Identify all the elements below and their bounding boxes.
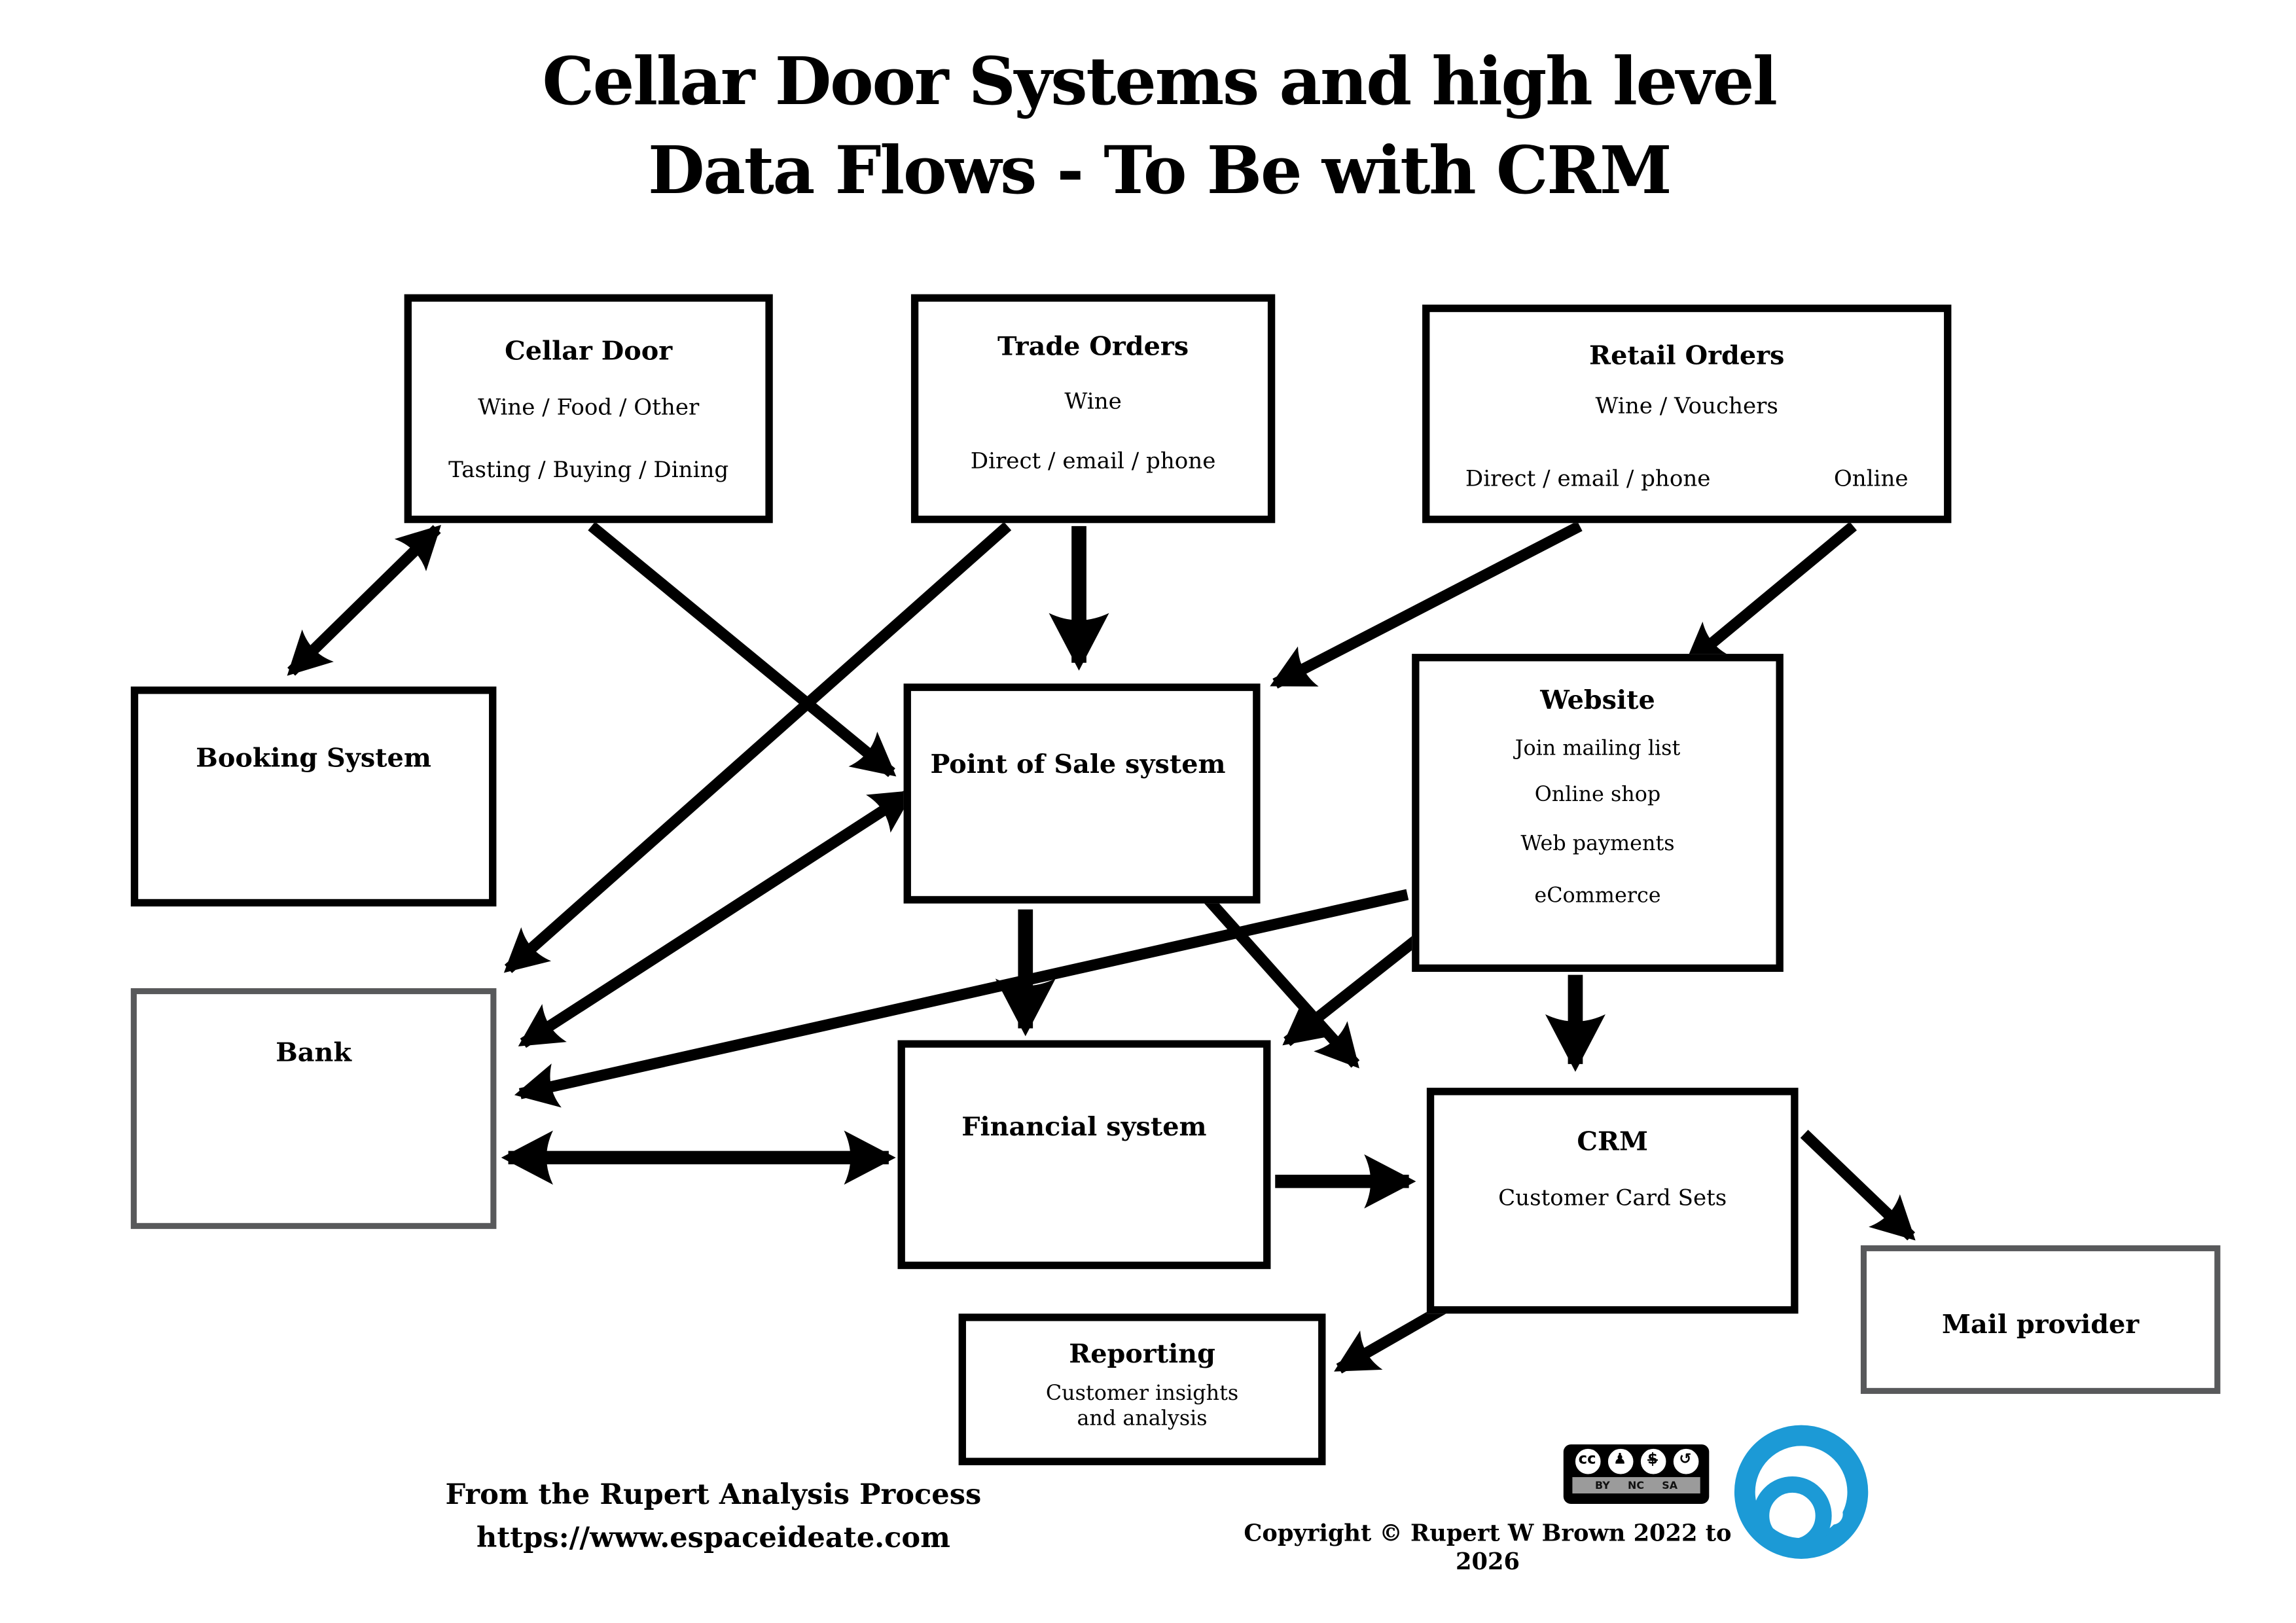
node-title: Website <box>1540 687 1655 717</box>
node-line: and analysis <box>1077 1407 1208 1431</box>
flow-arrow-crm-to-reporting <box>1334 1300 1454 1374</box>
node-crm: CRM Customer Card Sets <box>1426 1088 1799 1314</box>
flow-arrow-cellar_door-to-point_of_sale <box>588 522 897 777</box>
cc-label-by: BY <box>1595 1479 1610 1491</box>
node-line: Tasting / Buying / Dining <box>448 456 729 483</box>
node-title: Trade Orders <box>997 332 1189 363</box>
espace-ideate-logo <box>1734 1425 1869 1559</box>
node-title: Reporting <box>1069 1340 1215 1370</box>
sa-share-alike-icon: ↺ <box>1671 1447 1700 1476</box>
page-title-line1: Cellar Door Systems and high level <box>542 45 1778 120</box>
node-line: Customer Card Sets <box>1498 1184 1727 1211</box>
flow-arrow-crm-to-mail_provider <box>1800 1130 1916 1241</box>
node-line: Join mailing list <box>1515 737 1681 761</box>
node-line: eCommerce <box>1534 884 1661 908</box>
logo-inner-ring <box>1753 1476 1832 1556</box>
flow-arrow-website-to-bank <box>514 889 1409 1108</box>
node-line: Direct / email / phone <box>970 447 1216 474</box>
node-trade-orders: Trade Orders Wine Direct / email / phone <box>910 294 1276 524</box>
cc-label-sa: SA <box>1662 1479 1678 1491</box>
node-line: Online <box>1833 465 1909 492</box>
cc-icon: cc <box>1573 1447 1602 1476</box>
node-bank: Bank <box>130 988 497 1229</box>
node-line: Customer insights <box>1045 1382 1239 1406</box>
node-mail-provider: Mail provider <box>1860 1245 2221 1394</box>
node-booking-system: Booking System <box>130 687 497 907</box>
node-point-of-sale: Point of Sale system <box>903 683 1261 904</box>
copyright-text: Copyright © Rupert W Brown 2022 to 2026 <box>1244 1518 1732 1575</box>
node-line: Online shop <box>1534 783 1661 807</box>
node-title: Retail Orders <box>1589 342 1785 372</box>
cc-icon-row: cc ♟ $ ↺ <box>1573 1447 1700 1476</box>
node-line: Wine <box>1064 387 1122 415</box>
flow-arrow-website-to-financial_system <box>1282 931 1425 1046</box>
node-line-row: Direct / email / phone Online <box>1429 465 1944 492</box>
cc-by-nc-sa-badge: cc ♟ $ ↺ BY NC SA <box>1563 1444 1710 1504</box>
node-title: Point of Sale system <box>930 750 1226 781</box>
node-line: Web payments <box>1520 832 1675 856</box>
cc-label-row: BY NC SA <box>1572 1477 1700 1494</box>
node-title: CRM <box>1577 1128 1649 1158</box>
page-title-line2: Data Flows - To Be with CRM <box>647 134 1672 210</box>
nc-dollar-icon: $ <box>1638 1447 1667 1476</box>
flow-arrow-retail_orders-to-point_of_sale <box>1270 521 1583 689</box>
node-reporting: Reporting Customer insights and analysis <box>958 1313 1326 1465</box>
node-line: Direct / email / phone <box>1465 465 1711 492</box>
source-line1: From the Rupert Analysis Process <box>445 1478 982 1512</box>
node-line: Wine / Vouchers <box>1595 392 1778 419</box>
node-title: Financial system <box>961 1113 1207 1143</box>
node-retail-orders: Retail Orders Wine / Vouchers Direct / e… <box>1422 304 1952 524</box>
source-url: https://www.espaceideate.com <box>476 1522 950 1555</box>
node-title: Bank <box>276 1039 351 1069</box>
page-title: Cellar Door Systems and high level Data … <box>0 39 2296 217</box>
by-person-icon: ♟ <box>1605 1447 1634 1476</box>
node-website: Website Join mailing list Online shop We… <box>1412 654 1784 972</box>
node-financial-system: Financial system <box>897 1040 1271 1270</box>
cc-label-nc: NC <box>1628 1479 1645 1491</box>
flow-arrow-bank-to-point_of_sale <box>518 789 915 1048</box>
source-attribution: From the Rupert Analysis Process https:/… <box>327 1474 1100 1561</box>
node-title: Booking System <box>196 744 431 775</box>
node-cellar-door: Cellar Door Wine / Food / Other Tasting … <box>404 294 773 524</box>
flow-arrow-booking_system-to-cellar_door <box>287 525 442 676</box>
node-title: Mail provider <box>1942 1310 2140 1341</box>
node-title: Cellar Door <box>505 337 673 367</box>
node-line: Wine / Food / Other <box>478 393 700 421</box>
flow-arrow-retail_orders-to-website <box>1683 522 1857 668</box>
